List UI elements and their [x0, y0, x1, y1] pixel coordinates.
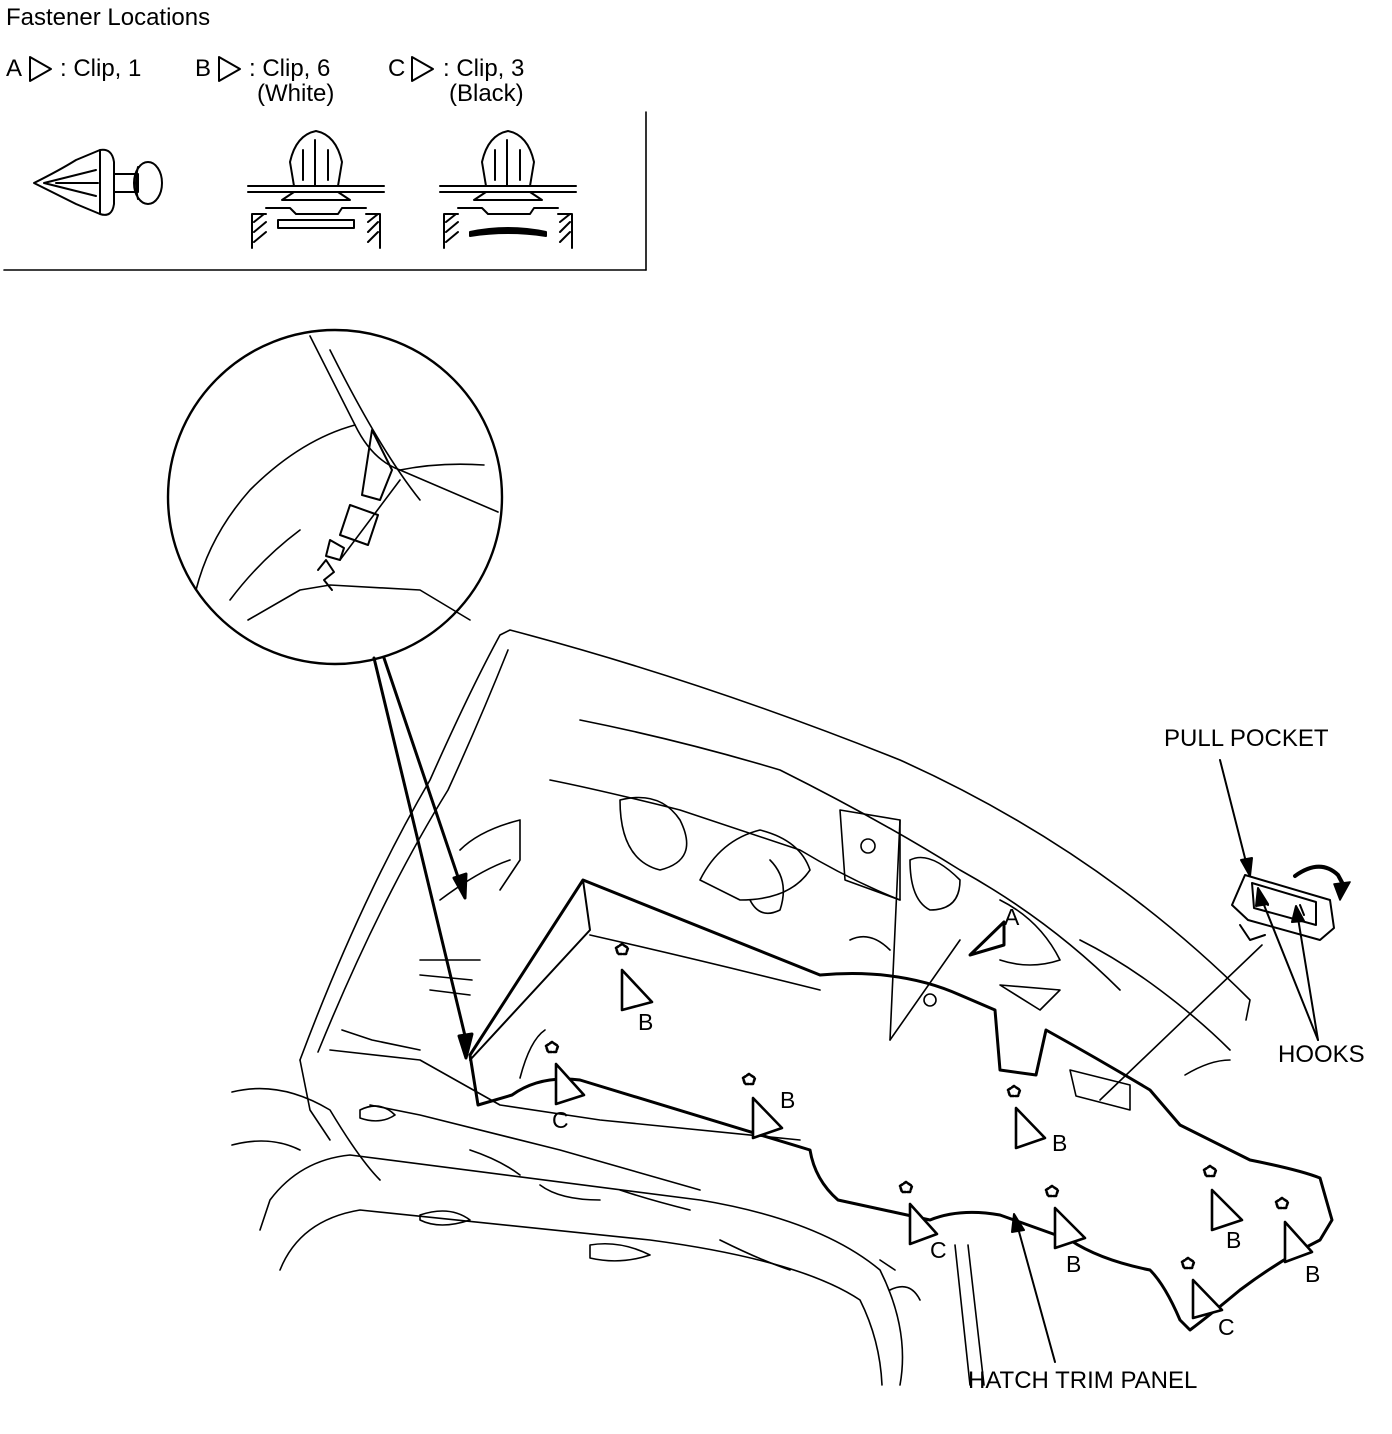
- legend-b-label: : Clip, 6: [249, 55, 331, 82]
- pull-pocket-illustration-icon: [1099, 874, 1335, 1101]
- legend-c-label: : Clip, 3: [443, 55, 525, 82]
- hatch-frame-outline: [231, 629, 1251, 1386]
- clip-b-marker-6-label: B: [1305, 1261, 1321, 1287]
- clip-b-marker-1-icon: [614, 942, 654, 1012]
- clip-b-marker-icons: [614, 942, 1314, 1264]
- clip-c-marker-icons: [544, 1040, 1224, 1320]
- clip-c-illustration-icon: [439, 130, 577, 249]
- clip-b-marker-5-label: B: [1226, 1227, 1242, 1253]
- legend-b-triangle-icon: [218, 56, 241, 82]
- clip-b-marker-6-icon: [1274, 1196, 1314, 1264]
- clip-b-marker-3-icon: [1006, 1084, 1047, 1150]
- clip-a-marker-label: A: [1004, 904, 1020, 930]
- clip-b-marker-1-label: B: [638, 1009, 654, 1035]
- legend-a-triangle-icon: [29, 56, 52, 82]
- clip-c-marker-1-label: C: [552, 1107, 569, 1133]
- clip-c-marker-2-icon: [898, 1180, 939, 1246]
- clip-b-illustration-icon: [247, 130, 385, 249]
- clip-a-illustration-icon: [33, 148, 163, 216]
- hatch-trim-panel-outline: [468, 878, 1334, 1332]
- clip-c-marker-2-label: C: [930, 1237, 947, 1263]
- diagram-title: Fastener Locations: [6, 4, 211, 31]
- hatch-trim-panel-leader-arrow: [1011, 1213, 1056, 1363]
- legend-b-letter: B: [195, 55, 212, 82]
- detail-leader-arrows: [372, 656, 474, 1060]
- pull-direction-arrow-icon: [1293, 864, 1351, 901]
- clip-b-marker-5-icon: [1202, 1164, 1244, 1232]
- legend-b-note: (White): [257, 80, 335, 107]
- clip-c-marker-3-icon: [1180, 1256, 1224, 1320]
- pull-pocket-label: PULL POCKET: [1164, 725, 1329, 752]
- clip-b-marker-2-icon: [741, 1072, 784, 1140]
- legend-c-triangle-icon: [411, 56, 434, 82]
- clip-c-marker-3-label: C: [1218, 1314, 1235, 1340]
- hooks-leader-arrows: [1255, 887, 1319, 1041]
- clip-b-marker-3-label: B: [1052, 1130, 1068, 1156]
- clip-b-marker-4-icon: [1044, 1184, 1087, 1250]
- legend-frame: [3, 111, 647, 271]
- clip-b-marker-4-label: B: [1066, 1251, 1082, 1277]
- clip-b-marker-2-label: B: [780, 1087, 796, 1113]
- legend-triangle-icons: [29, 56, 434, 82]
- legend-c-letter: C: [388, 55, 406, 82]
- clip-a-marker-icon: [968, 920, 1006, 957]
- pull-pocket-leader-arrow: [1219, 759, 1253, 877]
- hatch-trim-panel-label: HATCH TRIM PANEL: [968, 1367, 1198, 1394]
- legend-a-letter: A: [6, 55, 23, 82]
- clip-c-marker-1-icon: [544, 1040, 586, 1106]
- detail-magnifier-circle: [166, 328, 504, 666]
- legend-c-note: (Black): [449, 80, 524, 107]
- hooks-label: HOOKS: [1278, 1041, 1365, 1068]
- legend-a-label: : Clip, 1: [60, 55, 142, 82]
